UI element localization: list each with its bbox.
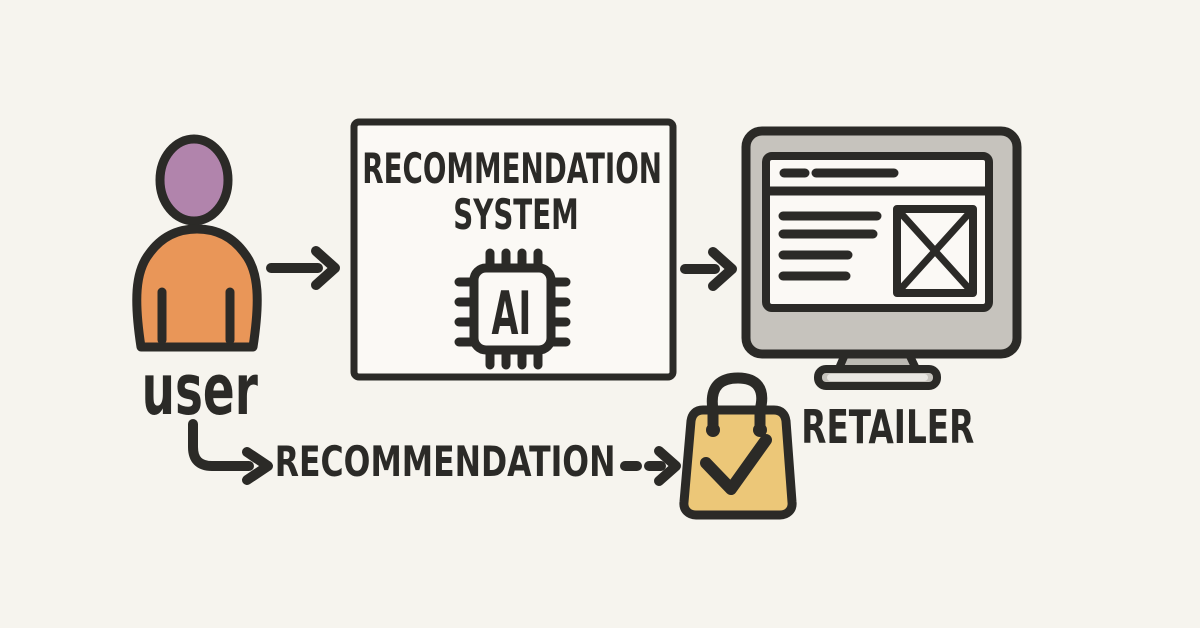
dashed-arrow-recommendation-to-bag: [620, 446, 681, 486]
person-icon: [132, 134, 262, 352]
system-box: [350, 118, 677, 381]
ai-chip-icon: [454, 248, 571, 370]
user-label: user: [0, 355, 500, 425]
arrow-head: [311, 246, 340, 290]
chip-pins-top: [485, 248, 543, 271]
system-title-text-1: RECOMMENDATION: [362, 144, 662, 193]
user-label-text: user: [141, 349, 259, 431]
bag-handle: [706, 372, 768, 436]
arrow-user-to-system: [266, 246, 340, 290]
arrow-head: [654, 446, 681, 486]
arrow-head: [708, 247, 737, 291]
image-placeholder-cross: [894, 206, 976, 296]
arrow-shaft: [188, 419, 254, 471]
bag-handle-end-right: [753, 423, 767, 437]
monitor-webpage-icon: [741, 126, 1022, 390]
recommendation-label: RECOMMENDATION: [145, 441, 745, 483]
webpage-text-lines: [778, 211, 882, 281]
person-head: [155, 134, 233, 226]
chip-pins-bottom: [485, 347, 543, 370]
retailer-label: RETAILER: [588, 404, 1188, 450]
ai-chip-label-text: AI: [491, 279, 531, 349]
chip-pins-right: [548, 277, 571, 347]
ai-chip-label: AI: [211, 284, 811, 344]
webpage-image-placeholder-icon: [893, 205, 977, 297]
shopping-bag-check-icon: [679, 372, 797, 520]
arrow-system-to-retailer: [680, 247, 737, 291]
chip-pins-left: [454, 277, 477, 347]
person-arms: [157, 287, 235, 345]
bag-checkmark: [700, 434, 772, 495]
system-box-title-line2: SYSTEM: [216, 194, 816, 236]
elbow-arrow-user-to-recommendation: [188, 419, 273, 485]
system-title-text-2: SYSTEM: [453, 190, 579, 239]
monitor-base-slot: [827, 374, 928, 381]
retailer-label-text: RETAILER: [801, 400, 975, 454]
chip-body: [469, 263, 556, 355]
system-box-title-line1: RECOMMENDATION: [212, 148, 812, 190]
arrow-head: [242, 447, 273, 485]
recommendation-label-text: RECOMMENDATION: [274, 437, 616, 486]
bag-handle-end-left: [706, 423, 720, 437]
